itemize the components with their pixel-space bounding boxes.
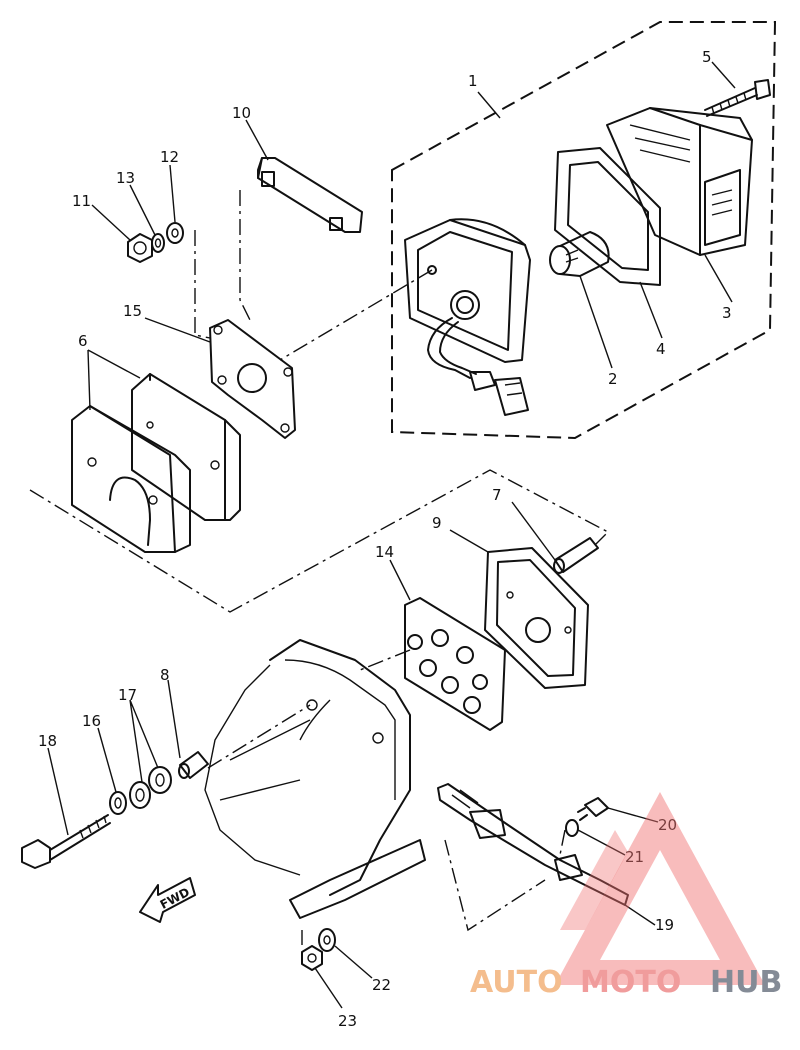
callout-13: 13 [116,169,135,187]
lamp-base [404,218,531,416]
watermark-text-1: AUTO [470,965,563,1000]
part-7-spacer [553,537,599,574]
callout-9: 9 [432,514,442,532]
callout-15: 15 [123,302,142,320]
part-5-screw [704,79,771,117]
callout-2: 2 [608,370,618,388]
part-10-bracket-plate [257,157,363,233]
part-6-reflector-blocks [71,373,241,553]
callout-4: 4 [656,340,666,358]
callout-18: 18 [38,732,57,750]
callout-16: 16 [82,712,101,730]
callout-8: 8 [160,666,170,684]
part-18-bolt [21,814,111,869]
watermark-text-3: HUB [710,965,782,1000]
callout-5: 5 [702,48,712,66]
callout-3: 3 [722,304,732,322]
fwd-arrow: FWD [139,877,196,923]
watermark-logo: AUTO MOTO HUB [470,792,782,1000]
part-17-collars [129,766,172,809]
callout-10: 10 [232,104,251,122]
assembly-1-boundary [391,21,777,440]
callout-23: 23 [338,1012,357,1030]
callout-14: 14 [375,543,394,561]
part-11-nut [127,233,153,263]
part-2-bulb [549,231,610,277]
callout-20: 20 [658,816,677,834]
part-12-washer [166,222,184,244]
rear-fender [204,639,426,919]
part-8-spacer [178,751,209,779]
part-9-gasket [484,547,589,689]
part-19-bracket [437,783,629,906]
part-15-mounting-plate [209,319,296,439]
alignment-lines [29,190,610,945]
part-14-bracket [404,597,506,731]
part-20-screw [577,797,609,821]
callout-22: 22 [372,976,391,994]
callout-17: 17 [118,686,137,704]
callout-11: 11 [72,192,91,210]
callout-21: 21 [625,848,644,866]
part-3-lens-housing [606,107,753,256]
callout-1: 1 [468,72,478,90]
callout-7: 7 [492,486,502,504]
part-21-washer [565,819,579,837]
part-22-washer [318,928,336,952]
part-23-nut [301,945,323,971]
callouts: 1 2 3 4 5 6 7 8 9 10 11 12 13 14 15 16 1… [38,48,732,1030]
part-4-gasket [554,147,661,286]
fwd-label: FWD [158,885,192,912]
part-16-washer [109,791,127,815]
callout-6: 6 [78,332,88,350]
callout-19: 19 [655,916,674,934]
part-13-washer [151,233,165,253]
watermark-text-2: MOTO [580,965,681,1000]
callout-12: 12 [160,148,179,166]
leader-lines [47,61,736,1009]
watermark-triangle-icon [555,792,765,985]
